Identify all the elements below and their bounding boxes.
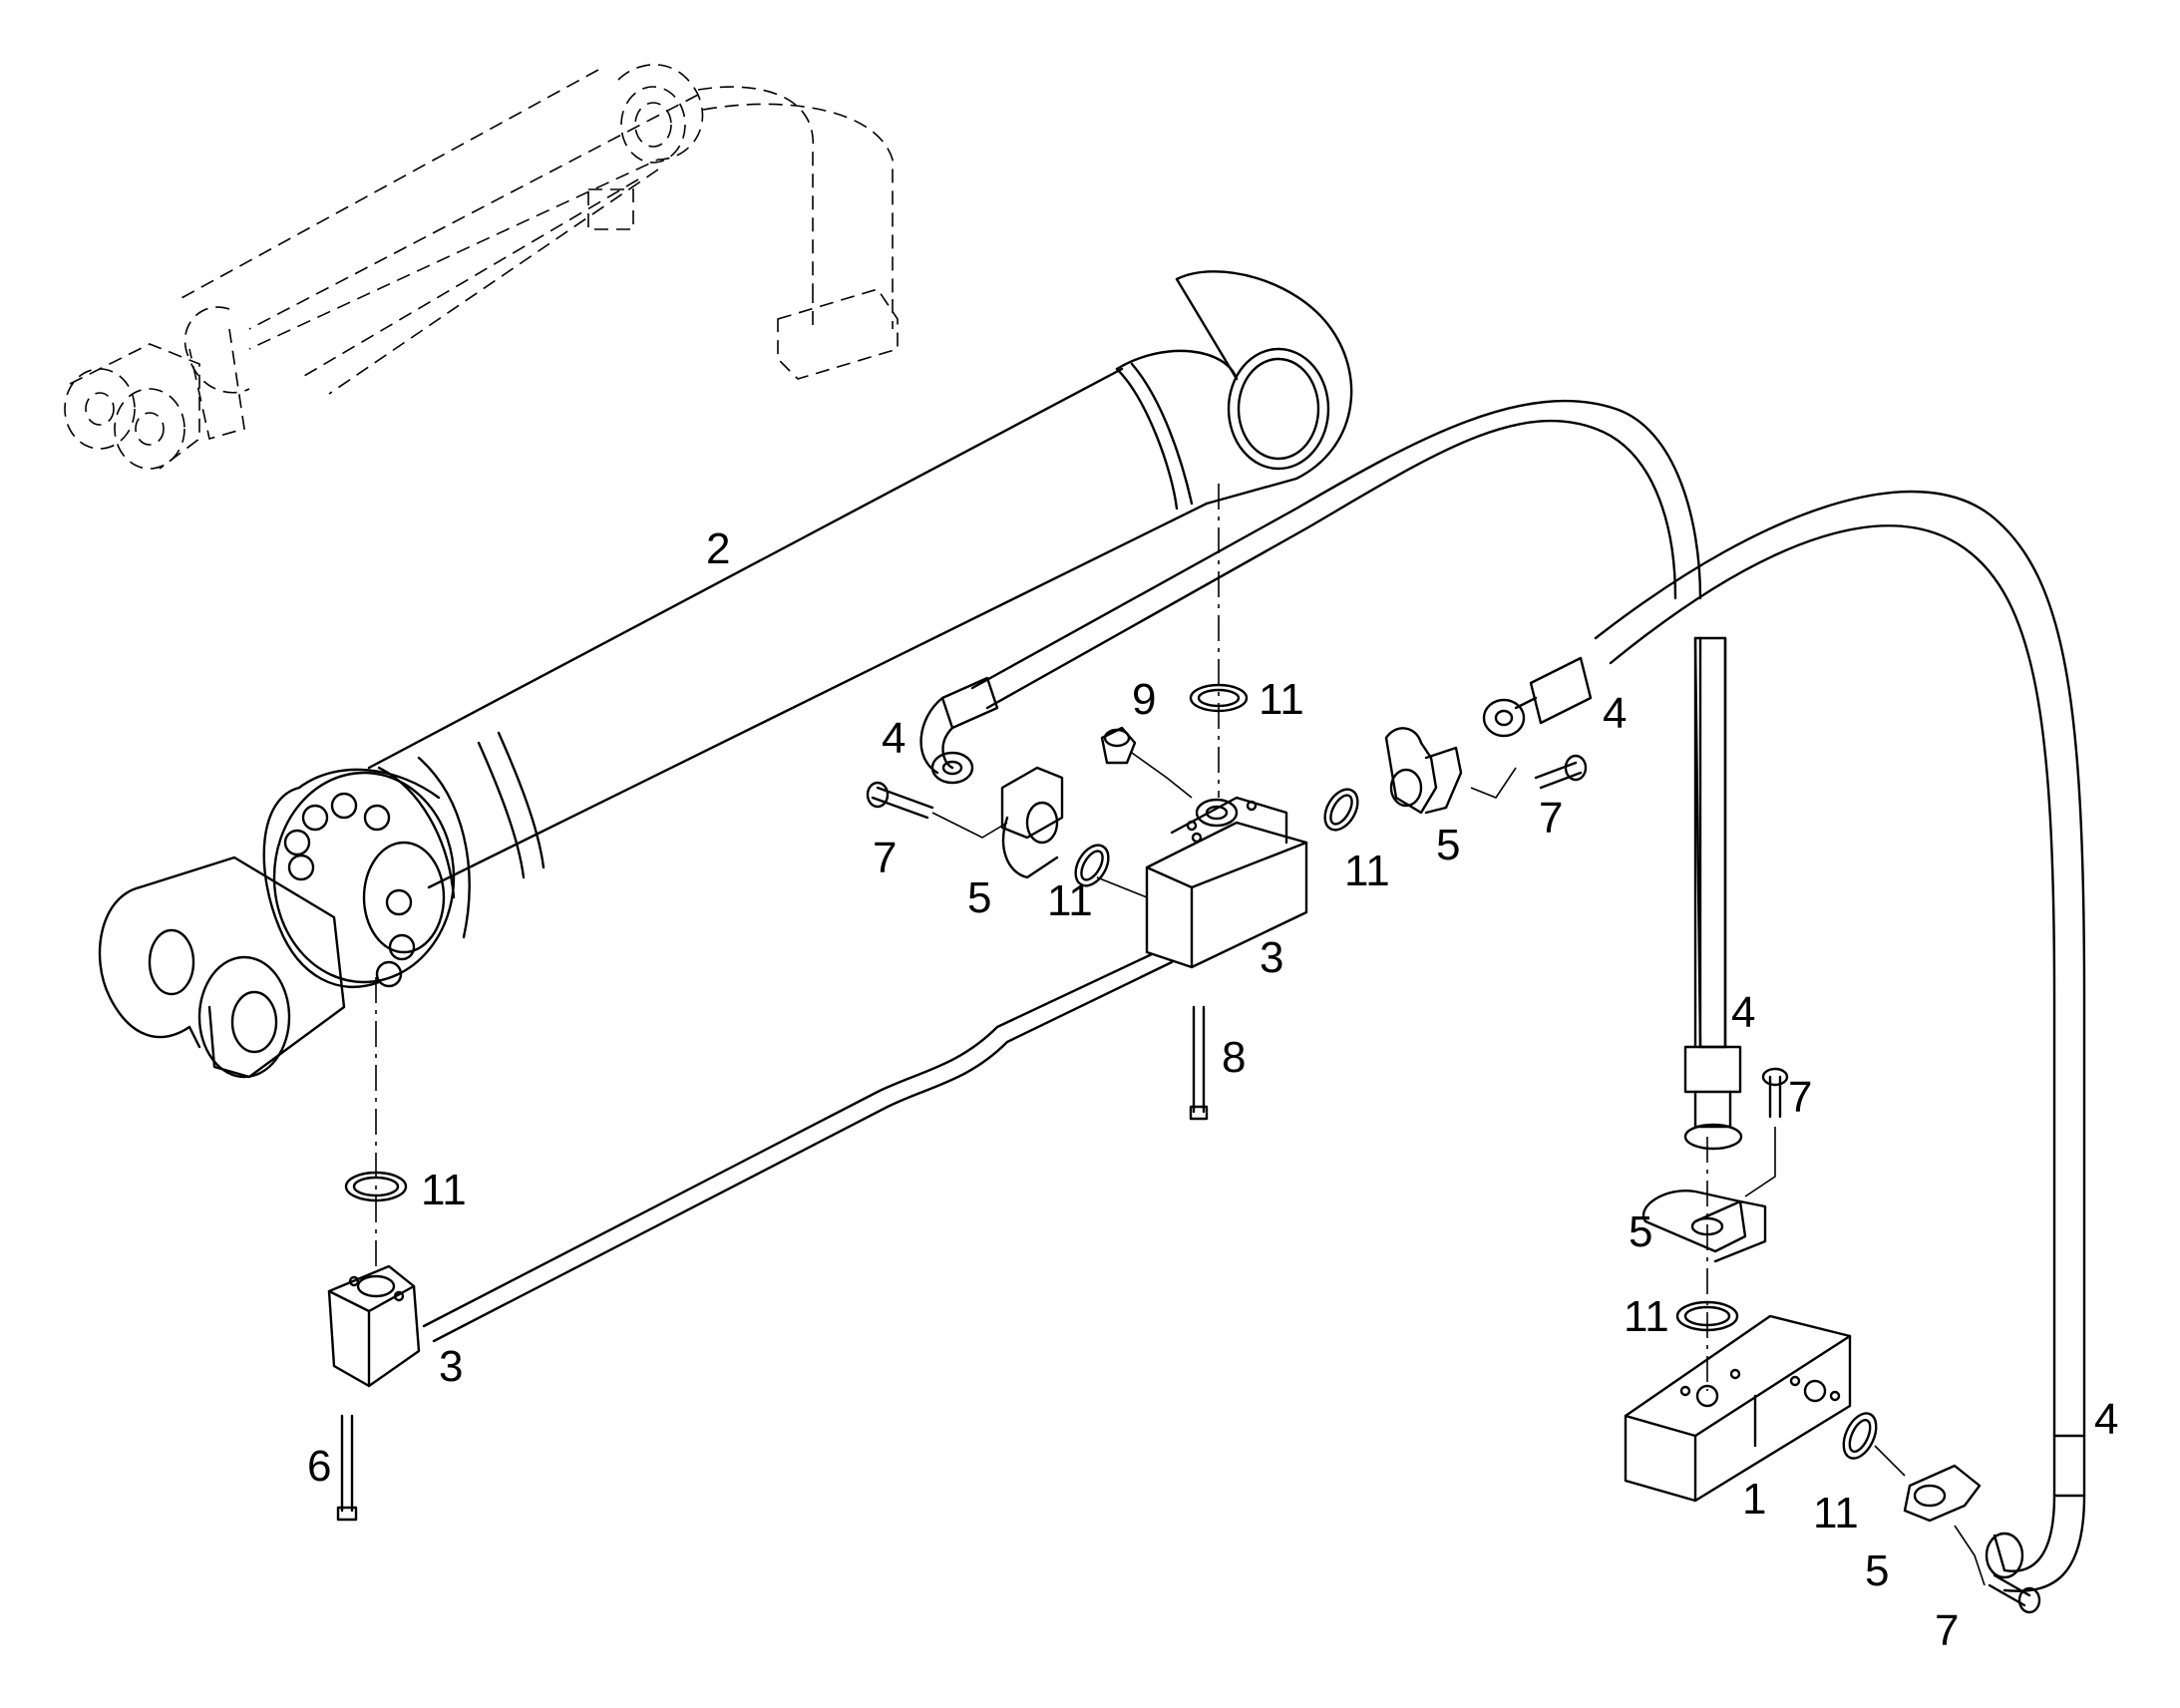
label-1: 1 xyxy=(1742,1475,1766,1524)
plug xyxy=(1100,726,1137,765)
label-7: 7 xyxy=(873,834,897,882)
flange-clamp-right xyxy=(1384,727,1463,815)
label-3: 3 xyxy=(1260,933,1283,982)
bolt-6 xyxy=(336,1414,358,1522)
label-11: 11 xyxy=(1344,847,1390,895)
label-7: 7 xyxy=(1539,794,1563,843)
part-labels: 2 9 11 4 7 5 11 3 8 11 5 7 4 4 7 5 11 11… xyxy=(307,524,2118,1655)
label-5: 5 xyxy=(1865,1546,1889,1595)
valve-block-center xyxy=(1145,796,1308,969)
center-lines xyxy=(375,484,1708,1391)
label-4: 4 xyxy=(1731,988,1755,1037)
label-5: 5 xyxy=(1629,1207,1652,1256)
label-11: 11 xyxy=(1813,1489,1859,1537)
hydraulic-cylinder xyxy=(98,270,1353,1079)
label-5: 5 xyxy=(1436,821,1460,869)
rigid-tube xyxy=(422,945,1174,1343)
flange-bolts xyxy=(283,792,416,988)
leader-lines xyxy=(931,752,1986,1586)
bolt-8 xyxy=(1189,1005,1209,1121)
label-11: 11 xyxy=(1047,876,1093,925)
label-6: 6 xyxy=(307,1442,331,1491)
flange-clamp-left xyxy=(1000,766,1064,879)
overview-inset xyxy=(64,64,899,470)
bolts-7 xyxy=(866,754,2041,1614)
hose-end-right-vertical xyxy=(1641,1045,1767,1263)
label-11: 11 xyxy=(1624,1292,1669,1341)
label-5: 5 xyxy=(967,873,991,922)
hose-upper xyxy=(970,400,2086,1438)
valve-block-right xyxy=(1624,1314,1852,1503)
label-9: 9 xyxy=(1132,675,1156,724)
label-11: 11 xyxy=(421,1166,467,1214)
label-3: 3 xyxy=(439,1342,463,1391)
o-rings xyxy=(344,683,1878,1460)
label-11: 11 xyxy=(1259,675,1304,724)
label-7: 7 xyxy=(1788,1073,1812,1122)
label-4: 4 xyxy=(1603,689,1627,738)
valve-block-left xyxy=(327,1264,421,1388)
label-8: 8 xyxy=(1222,1033,1246,1082)
label-4: 4 xyxy=(2094,1395,2118,1444)
label-4: 4 xyxy=(882,714,906,763)
label-2: 2 xyxy=(706,524,730,573)
hose-elbow-right xyxy=(1903,1434,2086,1592)
hose-fitting-left xyxy=(919,676,999,785)
label-7: 7 xyxy=(1935,1606,1959,1655)
hose-fitting-right xyxy=(1482,656,1593,738)
